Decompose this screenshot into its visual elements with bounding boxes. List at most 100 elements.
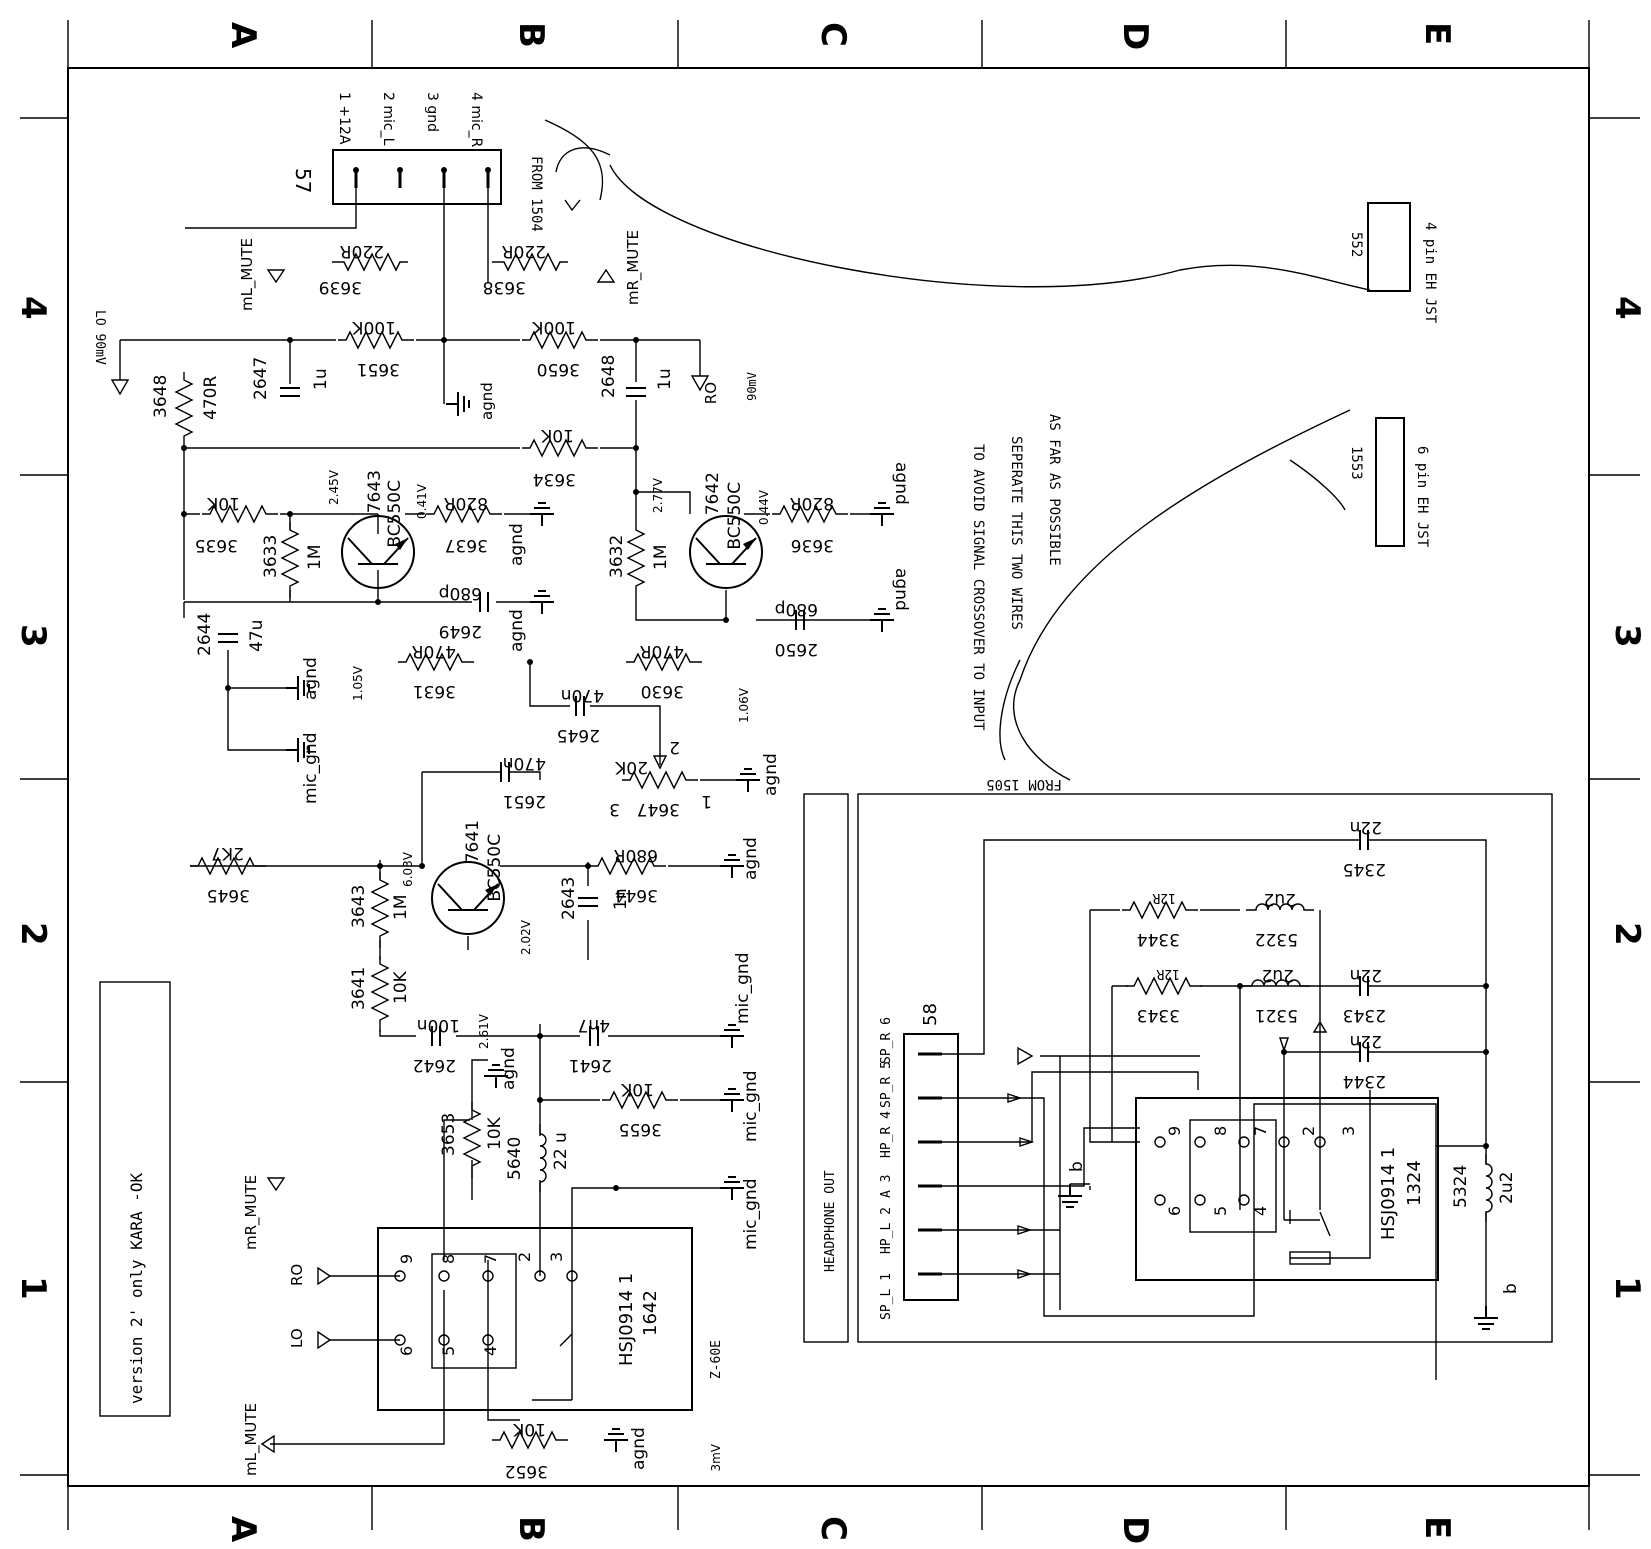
routing-note-line3: AS FAR AS POSSIBLE xyxy=(1046,414,1062,566)
col-label-A-bottom: A xyxy=(223,1516,263,1543)
capacitor-2647 xyxy=(279,387,301,397)
connector-58-ref: 58 xyxy=(920,1003,941,1026)
frame xyxy=(20,20,1640,1530)
res-3636-ref: 3636 xyxy=(791,535,834,555)
cap-2345-ref: 2345 xyxy=(1343,859,1386,879)
row-labels-left: 4 3 2 1 xyxy=(13,296,53,1300)
res-3344-ref: 3344 xyxy=(1137,929,1180,949)
routing-note-line1: TO AVOID SIGNAL CROSSOVER TO INPUT xyxy=(970,444,986,731)
signal-agnd-top: agnd xyxy=(478,382,496,420)
column-labels-bottom: A B C D E xyxy=(223,1516,1457,1544)
connector-57-pin3: 3 gnd xyxy=(424,92,440,132)
resistor-labels-row4: 3639 220R 3638 220R 100K 3651 100K 3650 … xyxy=(151,241,580,489)
ind-5640-val: 22 u xyxy=(551,1132,571,1170)
signal-3mv: 3mV xyxy=(709,1443,723,1471)
col-label-E: E xyxy=(1417,22,1457,45)
signal-micgnd-2641: mic_gnd xyxy=(733,953,753,1025)
ind-5324-val: 2u2 xyxy=(1497,1172,1517,1204)
col-label-B-bottom: B xyxy=(511,1516,551,1542)
row-label-2-right: 2 xyxy=(1607,922,1647,946)
cap-2642-val: 100n xyxy=(417,1015,460,1035)
signal-ro: RO xyxy=(702,382,720,404)
signal-lo-jack: LO xyxy=(288,1328,306,1348)
top-wiring xyxy=(119,188,701,451)
inductor-5640 xyxy=(539,1123,547,1193)
ground-icon-micgnd-2641 xyxy=(719,1024,745,1049)
voltage-v6: 1.06V xyxy=(737,687,751,723)
cap-2343-ref: 2343 xyxy=(1343,1005,1386,1025)
col-label-D: D xyxy=(1115,22,1155,50)
signal-lo: LO 90mV xyxy=(92,310,107,365)
res-3655-val: 10K xyxy=(620,1079,654,1099)
version-note-text: version 2' only KARA -OK xyxy=(127,1172,146,1404)
labels-7642: 7642 BC550C 820R 3636 3632 1M 680p 2650 … xyxy=(607,462,911,701)
cable-1553: 1553 6 pin EH JST xyxy=(1348,417,1430,548)
signal-ml-mute-bottom: mL_MUTE xyxy=(242,1403,261,1476)
cap-2643-val: 1n xyxy=(611,888,631,910)
cap-2345-val: 22n xyxy=(1350,817,1382,837)
pot-3647-val: 20K xyxy=(614,757,648,777)
resistor-3633 xyxy=(281,521,299,599)
signal-b-5324: b xyxy=(1501,1283,1521,1294)
res-3633-ref: 3633 xyxy=(261,535,281,578)
ml-mute-arrow-icon xyxy=(266,269,286,284)
cap-2641-val: 4n7 xyxy=(578,1015,610,1035)
jack-1642-pin5: 5 xyxy=(439,1346,458,1356)
ind-5322-val: 2u2 xyxy=(1264,889,1296,909)
cap-2648-ref: 2648 xyxy=(599,355,619,398)
resistor-3641 xyxy=(371,955,389,1033)
res-3636-val: 820R xyxy=(790,493,834,513)
cap-2651-val: 470n xyxy=(503,753,546,773)
res-3635-val: 10K xyxy=(206,493,240,513)
jack-1324-pin4: 4 xyxy=(1251,1206,1270,1216)
jack-1324-pin3: 3 xyxy=(1339,1126,1358,1136)
signal-agnd-3647: agnd xyxy=(761,753,781,796)
mid-wiring xyxy=(421,659,736,842)
q-7642-ref: 7642 xyxy=(703,472,723,515)
signal-agnd-7643: agnd xyxy=(507,523,527,566)
pot-wiper-arrow-icon xyxy=(652,720,668,770)
connector-58-pin3: A 3 xyxy=(879,1175,894,1198)
voltage-v5: 0.44V xyxy=(757,489,771,525)
jack-1642-pin7: 7 xyxy=(481,1254,500,1264)
row-label-1: 1 xyxy=(13,1276,53,1300)
routing-note: TO AVOID SIGNAL CROSSOVER TO INPUT SEPER… xyxy=(970,414,1062,731)
res-3638-ref: 3638 xyxy=(483,277,526,297)
resistor-3643 xyxy=(371,871,389,949)
col-label-B: B xyxy=(511,22,551,48)
signal-micgnd-5640: mic_gnd xyxy=(741,1179,761,1251)
mr-mute-arrow-icon xyxy=(596,268,616,283)
cap-2649-val: 680p xyxy=(439,583,482,603)
q-7641-ref: 7641 xyxy=(463,820,483,863)
res-3637-ref: 3637 xyxy=(445,535,488,555)
jack-1324-pin6: 6 xyxy=(1165,1206,1184,1216)
ground-icon-b-connector xyxy=(1057,1183,1083,1208)
ind-5640-ref: 5640 xyxy=(505,1137,525,1180)
res-3648-ref: 3648 xyxy=(151,375,171,418)
ground-icon-agnd-top xyxy=(445,391,470,417)
res-3631-val: 470R xyxy=(412,641,456,661)
jack-1324-pin5: 5 xyxy=(1211,1206,1230,1216)
cap-2344-val: 22n xyxy=(1350,1031,1382,1051)
version-note: version 2' only KARA -OK xyxy=(99,981,171,1417)
connector-58-pin6: SP_R 6 xyxy=(879,1017,894,1064)
res-3631-ref: 3631 xyxy=(413,681,456,701)
column-labels-top: A B C D E xyxy=(223,22,1457,50)
from-1505-note: FROM 1505 xyxy=(986,776,1062,792)
res-3648-val: 470R xyxy=(201,376,221,420)
labels-mid: 470n 2645 470n 2651 20K 3647 1 2 3 agnd xyxy=(503,685,781,819)
q-7642-type: BC550C xyxy=(725,482,745,550)
lo-arrow-icon xyxy=(110,379,130,396)
cap-2649-ref: 2649 xyxy=(439,621,482,641)
res-3630-val: 470R xyxy=(640,641,684,661)
cap-2647-val: 1u xyxy=(311,368,331,390)
row-label-3: 3 xyxy=(13,624,53,648)
res-3638-val: 220R xyxy=(502,241,546,261)
res-3652-val: 10K xyxy=(512,1419,546,1439)
cap-2651-ref: 2651 xyxy=(503,791,546,811)
voltages-7641: 6.03V 2.02V 2.61V 3mV xyxy=(401,851,723,1471)
cap-2650-ref: 2650 xyxy=(775,639,818,659)
cap-2647-ref: 2647 xyxy=(251,357,271,400)
signal-ml-mute: mL_MUTE xyxy=(238,238,257,311)
